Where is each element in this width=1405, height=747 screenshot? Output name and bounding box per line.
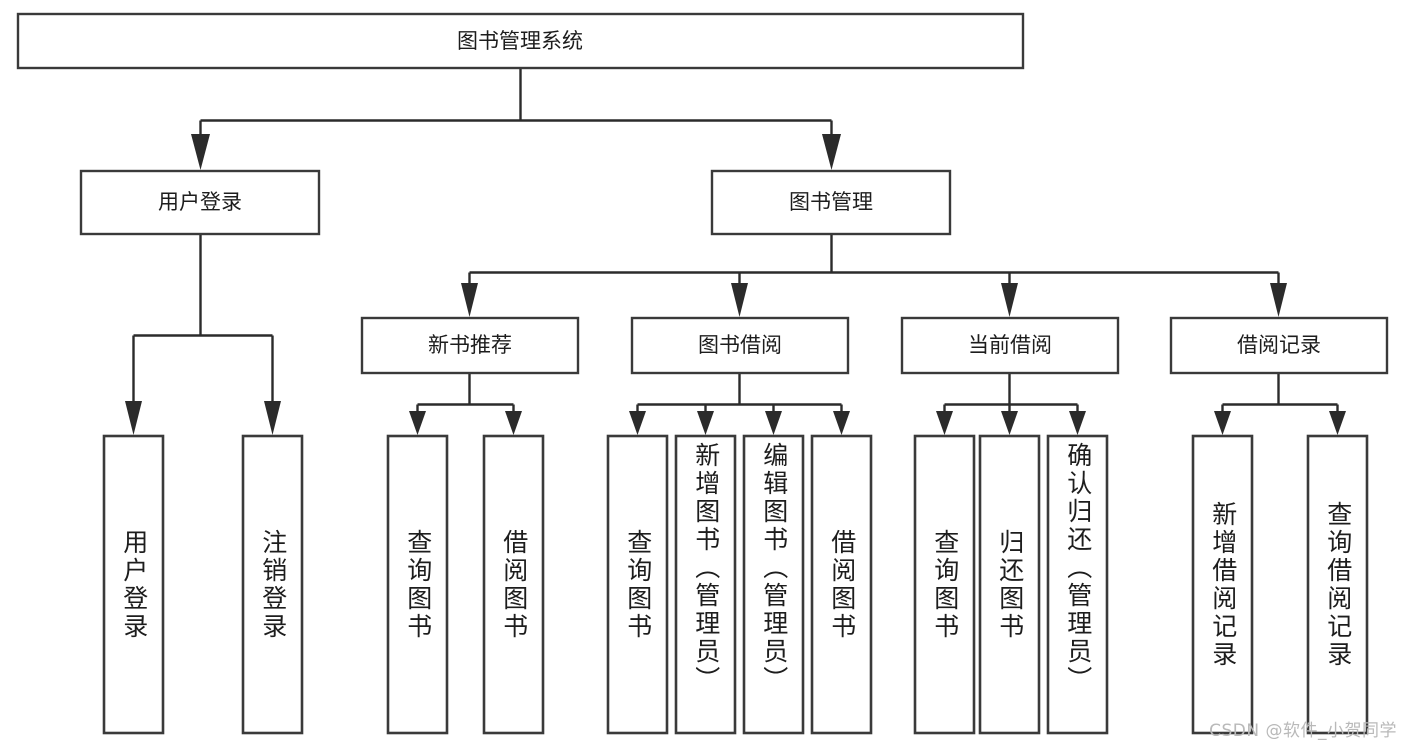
leaf-cb-query-box[interactable]	[913, 434, 976, 735]
node-borrow-record[interactable]: 借阅记录	[1169, 316, 1389, 375]
node-root-box[interactable]	[16, 12, 1025, 70]
node-user-login-label: 用户登录	[158, 190, 242, 214]
arrow-newbook-leaf-2	[505, 411, 522, 435]
arrow-borrow-leaf-2	[697, 411, 714, 435]
arrow-borrow-leaf-4	[833, 411, 850, 435]
arrow-borrow-leaf-1	[629, 411, 646, 435]
node-borrow-record-box[interactable]	[1169, 316, 1389, 375]
arrow-bookmanage-to-record	[1270, 283, 1287, 317]
arrow-newbook-leaf-1	[409, 411, 426, 435]
connector-layer	[125, 68, 1346, 435]
node-current-borrow-box[interactable]	[900, 316, 1120, 375]
leaf-br-query-box[interactable]	[1306, 434, 1369, 735]
node-book-manage-box[interactable]	[710, 169, 952, 236]
node-book-manage[interactable]: 图书管理	[710, 169, 952, 236]
arrow-userlogin-leaf-1	[125, 401, 142, 435]
node-borrow-record-label: 借阅记录	[1237, 333, 1321, 357]
arrow-record-leaf-2	[1329, 411, 1346, 435]
leaf-bb-borrow-box[interactable]	[810, 434, 873, 735]
arrow-userlogin-leaf-2	[264, 401, 281, 435]
node-root[interactable]: 图书管理系统	[16, 12, 1025, 70]
node-new-book-label: 新书推荐	[428, 333, 512, 357]
leaf-bb-edit-box[interactable]	[742, 434, 805, 735]
leaf-cb-confirm-box[interactable]	[1046, 434, 1109, 735]
node-user-login-box[interactable]	[79, 169, 321, 236]
leaf-user-login-box[interactable]	[102, 434, 165, 735]
leaf-bb-query-box[interactable]	[606, 434, 669, 735]
node-book-borrow-label: 图书借阅	[698, 333, 782, 357]
node-book-borrow-box[interactable]	[630, 316, 850, 375]
arrow-record-leaf-1	[1214, 411, 1231, 435]
node-book-borrow[interactable]: 图书借阅	[630, 316, 850, 375]
arrow-root-to-user-login	[191, 134, 210, 170]
node-new-book[interactable]: 新书推荐	[360, 316, 580, 375]
leaf-box-layer	[102, 434, 1369, 735]
node-current-borrow-label: 当前借阅	[968, 333, 1052, 357]
leaf-br-add-box[interactable]	[1191, 434, 1254, 735]
arrow-bookmanage-to-newbook	[461, 283, 478, 317]
leaf-cb-return-box[interactable]	[978, 434, 1041, 735]
arrow-current-leaf-3	[1069, 411, 1086, 435]
leaf-logout-box[interactable]	[241, 434, 304, 735]
leaf-bb-add-box[interactable]	[674, 434, 737, 735]
node-new-book-box[interactable]	[360, 316, 580, 375]
arrow-borrow-leaf-3	[765, 411, 782, 435]
arrow-bookmanage-to-current	[1001, 283, 1018, 317]
node-book-manage-label: 图书管理	[789, 190, 873, 214]
node-current-borrow[interactable]: 当前借阅	[900, 316, 1120, 375]
arrow-root-to-book-manage	[822, 134, 841, 170]
node-root-label: 图书管理系统	[457, 29, 583, 53]
leaf-nb-query-box[interactable]	[386, 434, 449, 735]
watermark: CSDN @软件_小贺同学	[1209, 721, 1397, 741]
arrow-current-leaf-1	[936, 411, 953, 435]
node-user-login[interactable]: 用户登录	[79, 169, 321, 236]
leaf-nb-borrow-box[interactable]	[482, 434, 545, 735]
arrow-bookmanage-to-borrow	[731, 283, 748, 317]
arrow-current-leaf-2	[1001, 411, 1018, 435]
